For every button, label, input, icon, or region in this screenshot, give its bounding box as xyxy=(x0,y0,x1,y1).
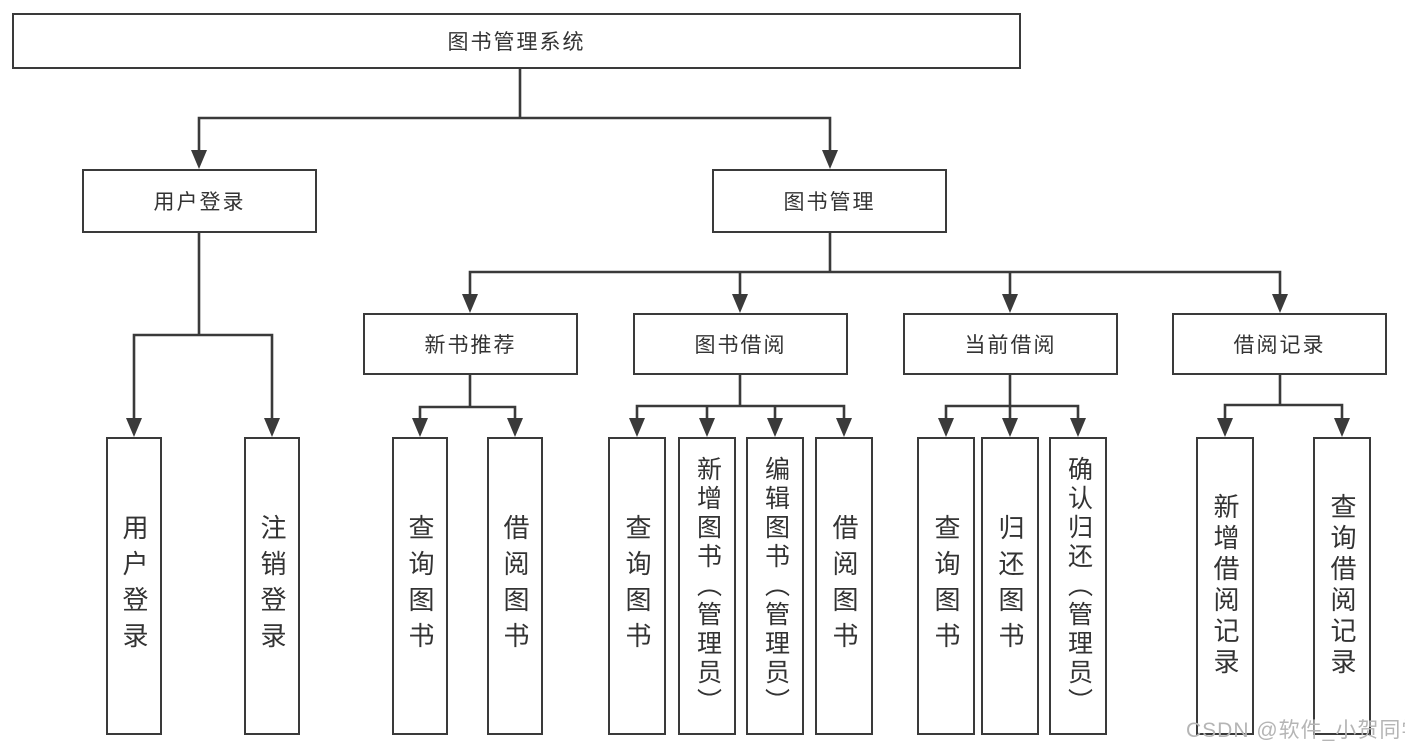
leaf-query-books-borrowing: 查询图书 xyxy=(608,437,666,735)
leaf-borrow-books-recommend-label: 借阅图书 xyxy=(500,514,530,658)
node-book-borrowing: 图书借阅 xyxy=(633,313,848,375)
leaf-logout: 注销登录 xyxy=(244,437,300,735)
connector-book-management-to-level3 xyxy=(468,231,1282,297)
connector-user-login-branch xyxy=(132,231,274,421)
arrow-down-icon xyxy=(1002,418,1018,437)
connector-borrow-records-branch xyxy=(1223,373,1344,421)
node-user-login-label: 用户登录 xyxy=(153,191,246,214)
arrow-down-icon xyxy=(126,418,142,437)
leaf-borrow-books-borrowing: 借阅图书 xyxy=(815,437,873,735)
leaf-query-books-borrowing-label: 查询图书 xyxy=(622,514,652,658)
leaf-user-login-label: 用户登录 xyxy=(119,514,149,658)
leaf-add-book-admin: 新增图书（管理员） xyxy=(678,437,736,735)
connector-book-borrow-branch xyxy=(635,373,846,421)
arrow-down-icon xyxy=(507,418,523,437)
node-book-management: 图书管理 xyxy=(712,169,947,233)
node-current-borrowing-label: 当前借阅 xyxy=(964,334,1057,357)
arrow-down-icon xyxy=(836,418,852,437)
arrow-down-icon xyxy=(264,418,280,437)
node-new-book-recommendation: 新书推荐 xyxy=(363,313,578,375)
leaf-add-borrow-record: 新增借阅记录 xyxy=(1196,437,1254,735)
leaf-query-borrow-record: 查询借阅记录 xyxy=(1313,437,1371,735)
leaf-return-books-label: 归还图书 xyxy=(995,514,1025,658)
arrow-down-icon xyxy=(732,294,748,313)
node-book-management-label: 图书管理 xyxy=(783,191,876,214)
arrow-down-icon xyxy=(1002,294,1018,313)
arrow-down-icon xyxy=(462,294,478,313)
arrow-down-icon xyxy=(1217,418,1233,437)
arrow-down-icon xyxy=(767,418,783,437)
node-library-management-system-label: 图书管理系统 xyxy=(447,31,586,54)
arrow-down-icon xyxy=(699,418,715,437)
leaf-query-books-current: 查询图书 xyxy=(917,437,975,735)
leaf-return-books: 归还图书 xyxy=(981,437,1039,735)
leaf-add-book-admin-label: 新增图书（管理员） xyxy=(693,455,722,717)
connector-paths xyxy=(132,67,1344,421)
leaf-query-borrow-record-label: 查询借阅记录 xyxy=(1327,493,1357,679)
node-user-login: 用户登录 xyxy=(82,169,317,233)
leaf-query-books-current-label: 查询图书 xyxy=(931,514,961,658)
arrow-down-icon xyxy=(938,418,954,437)
leaf-query-books-recommend: 查询图书 xyxy=(392,437,448,735)
leaf-query-books-recommend-label: 查询图书 xyxy=(405,514,435,658)
arrowhead-icons xyxy=(126,150,1350,437)
arrow-down-icon xyxy=(629,418,645,437)
leaf-borrow-books-borrowing-label: 借阅图书 xyxy=(829,514,859,658)
leaf-borrow-books-recommend: 借阅图书 xyxy=(487,437,543,735)
arrow-down-icon xyxy=(1334,418,1350,437)
connector-new-book-branch xyxy=(418,373,517,421)
leaf-confirm-return-admin-label: 确认归还（管理员） xyxy=(1064,455,1093,717)
connector-root-to-level2 xyxy=(197,67,832,152)
arrow-down-icon xyxy=(1272,294,1288,313)
leaf-confirm-return-admin: 确认归还（管理员） xyxy=(1049,437,1107,735)
csdn-watermark: CSDN @软件_小贺同学 xyxy=(1186,719,1405,742)
arrow-down-icon xyxy=(822,150,838,169)
arrow-down-icon xyxy=(412,418,428,437)
arrow-down-icon xyxy=(1070,418,1086,437)
connector-current-borrow-branch xyxy=(944,373,1080,421)
node-book-borrowing-label: 图书借阅 xyxy=(694,334,787,357)
leaf-logout-label: 注销登录 xyxy=(257,514,287,658)
leaf-edit-book-admin: 编辑图书（管理员） xyxy=(746,437,804,735)
node-borrowing-records-label: 借阅记录 xyxy=(1233,334,1326,357)
arrow-down-icon xyxy=(191,150,207,169)
node-current-borrowing: 当前借阅 xyxy=(903,313,1118,375)
leaf-add-borrow-record-label: 新增借阅记录 xyxy=(1210,493,1240,679)
leaf-edit-book-admin-label: 编辑图书（管理员） xyxy=(761,455,790,717)
node-library-management-system: 图书管理系统 xyxy=(12,13,1021,69)
leaf-user-login: 用户登录 xyxy=(106,437,162,735)
node-new-book-recommendation-label: 新书推荐 xyxy=(424,334,517,357)
node-borrowing-records: 借阅记录 xyxy=(1172,313,1387,375)
